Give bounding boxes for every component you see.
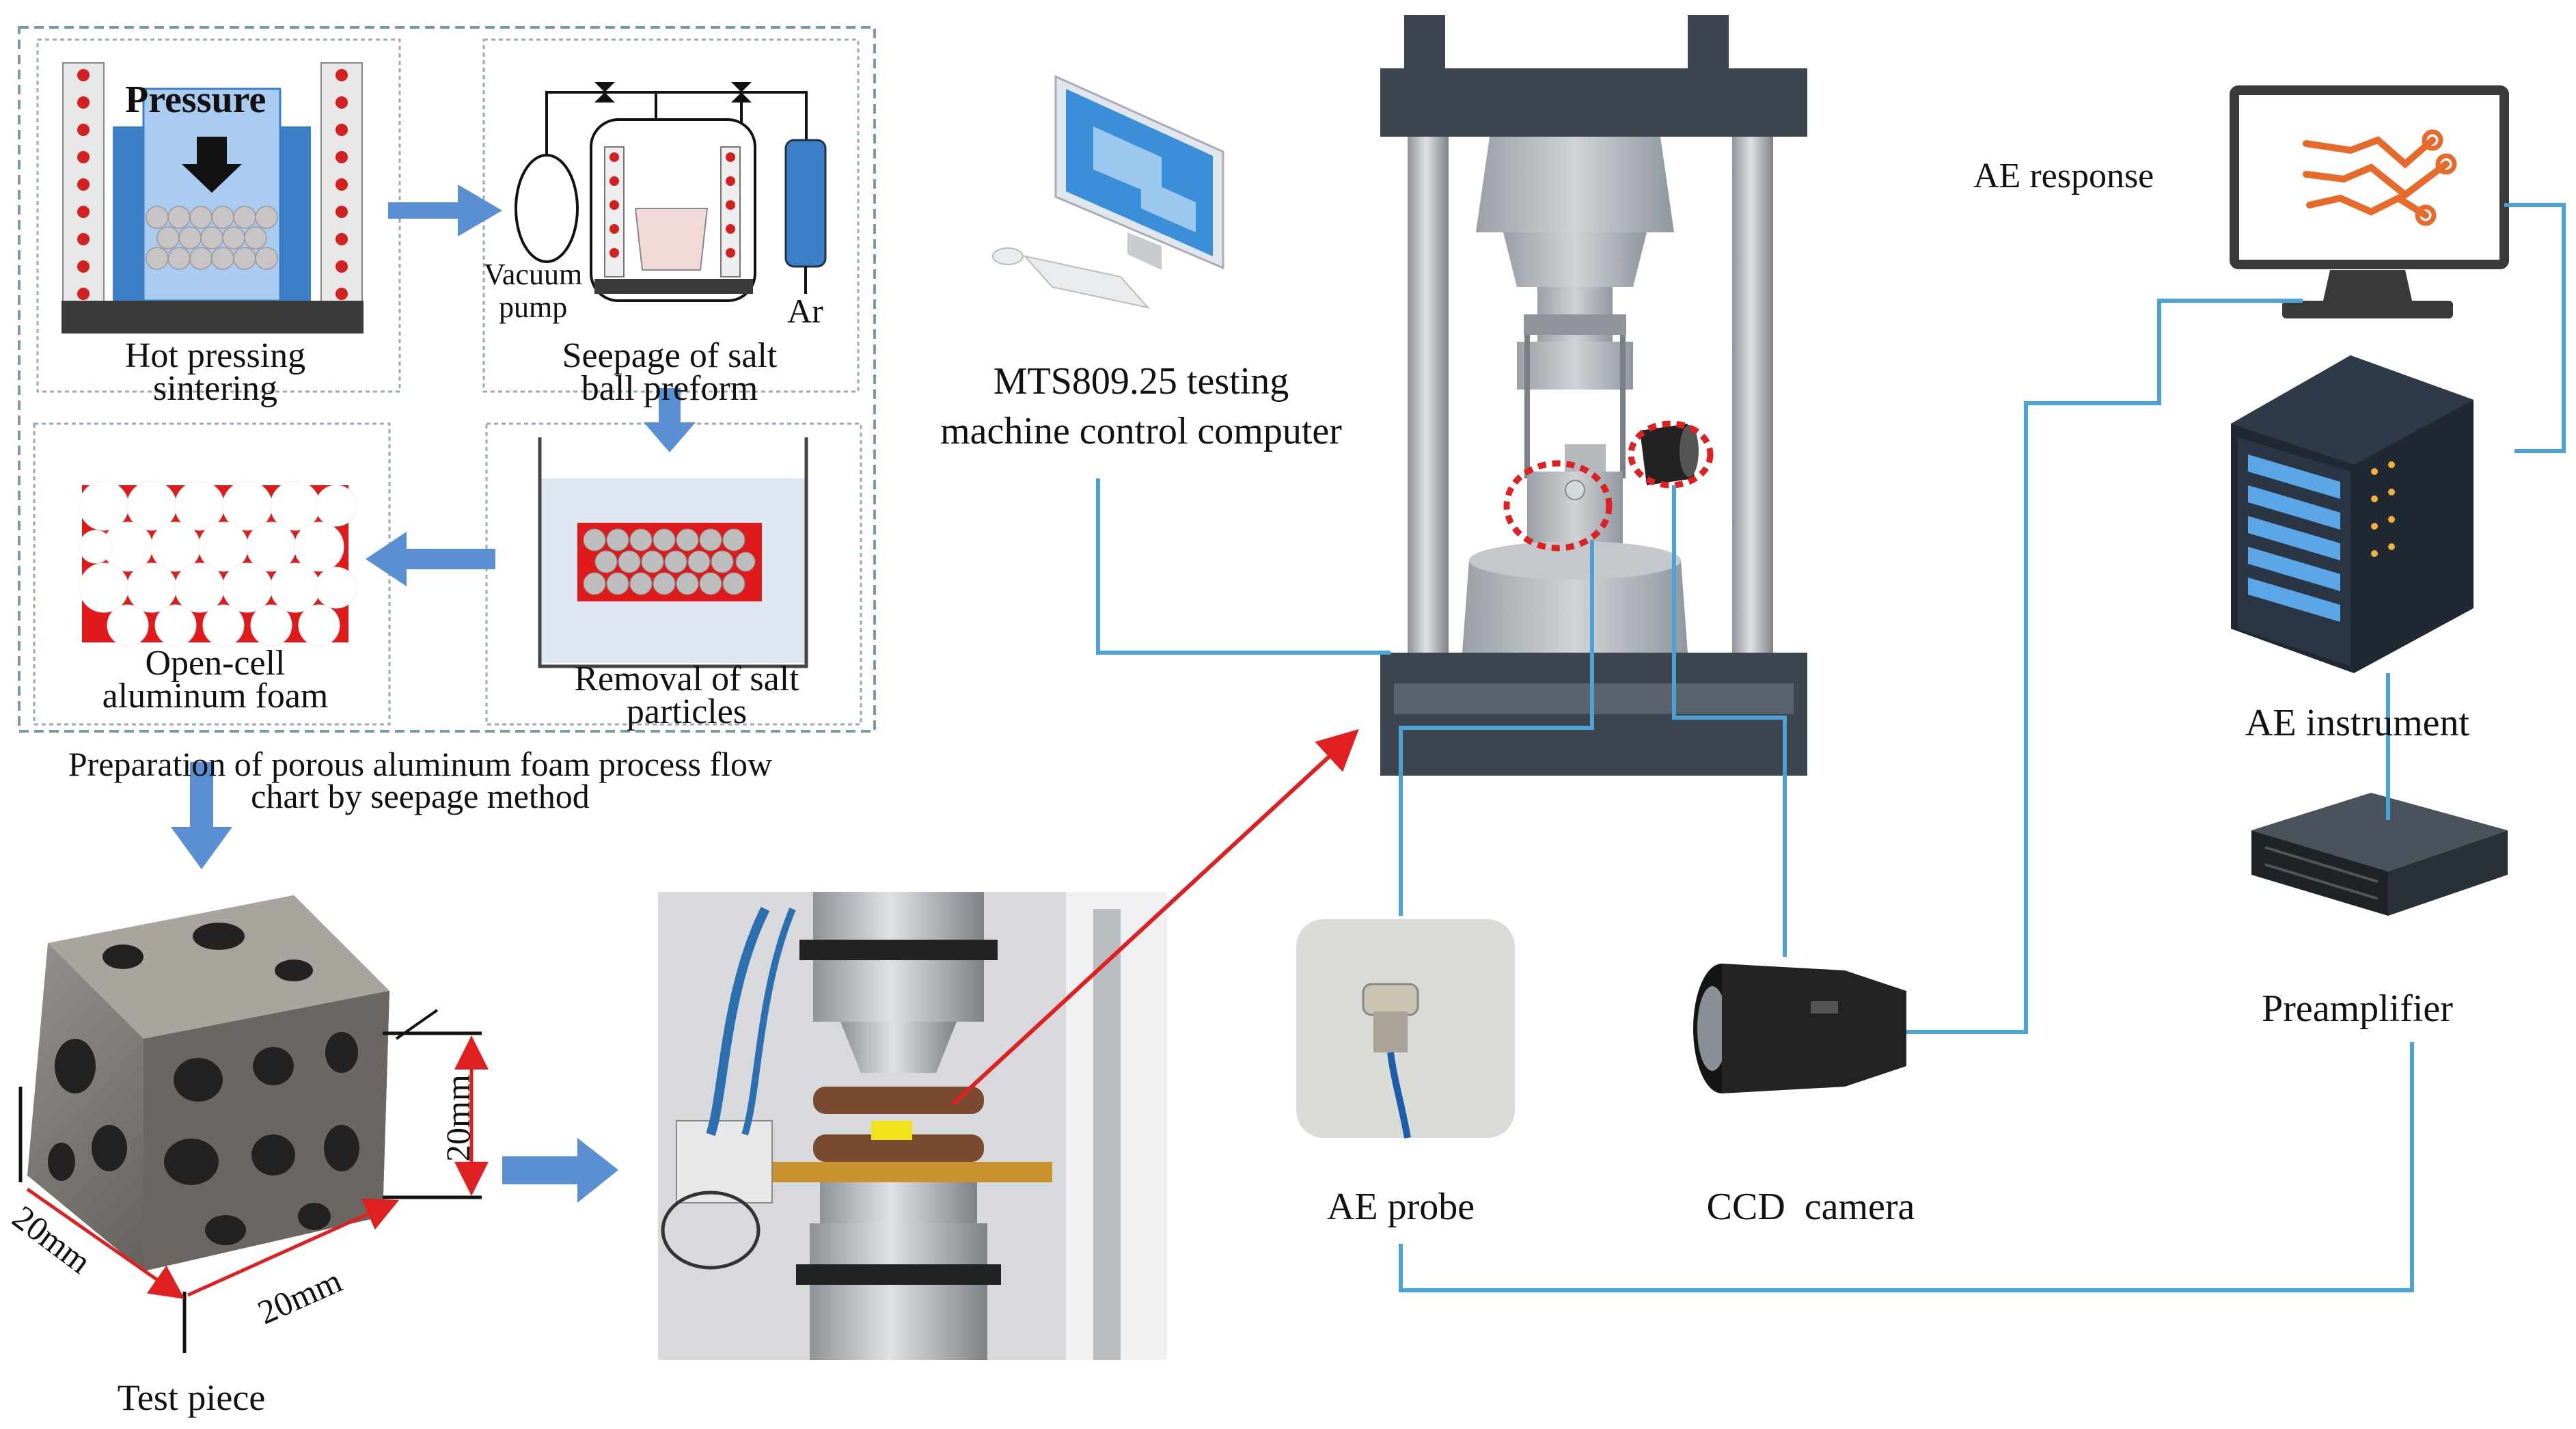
link-camera-machine	[1672, 485, 1787, 957]
zoom-arrow	[951, 729, 1359, 1106]
ae-instrument-icon	[2231, 355, 2474, 673]
punch	[142, 87, 282, 302]
process-caption-1: Preparation of porous aluminum foam proc…	[68, 745, 773, 783]
open-cell-panel	[33, 422, 391, 726]
open-cell-label-2: aluminum foam	[102, 677, 329, 716]
process-flow-panel	[18, 26, 876, 869]
arrow-to-removal	[644, 388, 696, 452]
ae-probe-photo	[1296, 919, 1515, 1139]
pressure-arrow	[182, 137, 242, 193]
ae-instrument-label: AE instrument	[2245, 702, 2470, 744]
rig-photo	[658, 892, 1167, 1360]
test-piece-cube	[18, 895, 489, 1353]
arrow-to-open-cell	[366, 532, 495, 586]
control-computer-label-1: MTS809.25 testing	[993, 360, 1289, 403]
ar-label: Ar	[787, 292, 823, 330]
link-monitor-instrument	[2504, 203, 2566, 453]
seepage-label-2: ball preform	[581, 369, 758, 408]
specimen-in-rig	[813, 1087, 984, 1114]
machine-column-left	[1408, 137, 1449, 690]
pressure-label: Pressure	[125, 79, 266, 121]
open-cell-label-1: Open-cell	[145, 644, 286, 683]
machine-crosshead	[1380, 68, 1807, 137]
vacuum-label: Vacuum	[484, 258, 583, 291]
crucible	[634, 208, 709, 271]
valve-icon	[594, 82, 752, 103]
seepage-panel	[482, 38, 860, 393]
arrow-to-photo	[502, 1138, 618, 1203]
preamplifier-label: Preamplifier	[2262, 988, 2453, 1030]
hot-pressing-panel	[36, 38, 401, 393]
link-probe-machine	[1399, 540, 1594, 916]
link-camera-response	[1906, 299, 2303, 1034]
machine-actuator	[1462, 560, 1688, 653]
dim-left-line	[26, 1187, 185, 1299]
ccd-camera-icon	[1693, 964, 1906, 1093]
argon-cylinder-icon	[784, 139, 827, 268]
seepage-label-1: Seepage of salt	[562, 336, 778, 375]
removal-panel	[485, 422, 862, 726]
control-computer-icon	[992, 74, 1224, 309]
removal-label-1: Removal of salt	[574, 659, 799, 698]
ae-response-monitor-icon	[2230, 85, 2509, 318]
arrow-to-test-piece	[171, 762, 232, 869]
probe-location-marker	[1503, 460, 1613, 552]
test-piece-label: Test piece	[117, 1377, 266, 1418]
link-computer-machine	[1096, 478, 1390, 655]
dim-height-label: 20mm	[439, 1074, 477, 1162]
link-probe-preamp	[1399, 1042, 2414, 1292]
connection-lines	[1096, 203, 2566, 1292]
ccd-camera-label: CCD camera	[1706, 1186, 1915, 1228]
hot-pressing-label-2: sintering	[153, 369, 277, 408]
ae-probe-label: AE probe	[1326, 1186, 1475, 1228]
powder-bed	[146, 206, 278, 270]
hot-pressing-label-1: Hot pressing	[124, 336, 306, 375]
vacuum-pump-icon	[515, 154, 579, 263]
die-wall-right	[280, 126, 311, 301]
die-wall-left	[113, 126, 143, 301]
arrow-to-seepage	[388, 185, 502, 236]
machine-column-right	[1732, 137, 1773, 690]
control-computer-label-2: machine control computer	[940, 410, 1342, 452]
camera-location-marker	[1628, 420, 1714, 489]
pump-label: pump	[499, 290, 568, 324]
process-outer-frame	[18, 26, 876, 733]
testing-machine	[1380, 15, 1807, 776]
removal-label-2: particles	[626, 692, 748, 731]
process-caption-2: chart by seepage method	[251, 777, 590, 815]
press-base	[61, 301, 364, 334]
preamplifier-icon	[2251, 793, 2508, 916]
dim-right-line	[187, 1198, 400, 1297]
ae-response-label: AE response	[1973, 156, 2154, 195]
